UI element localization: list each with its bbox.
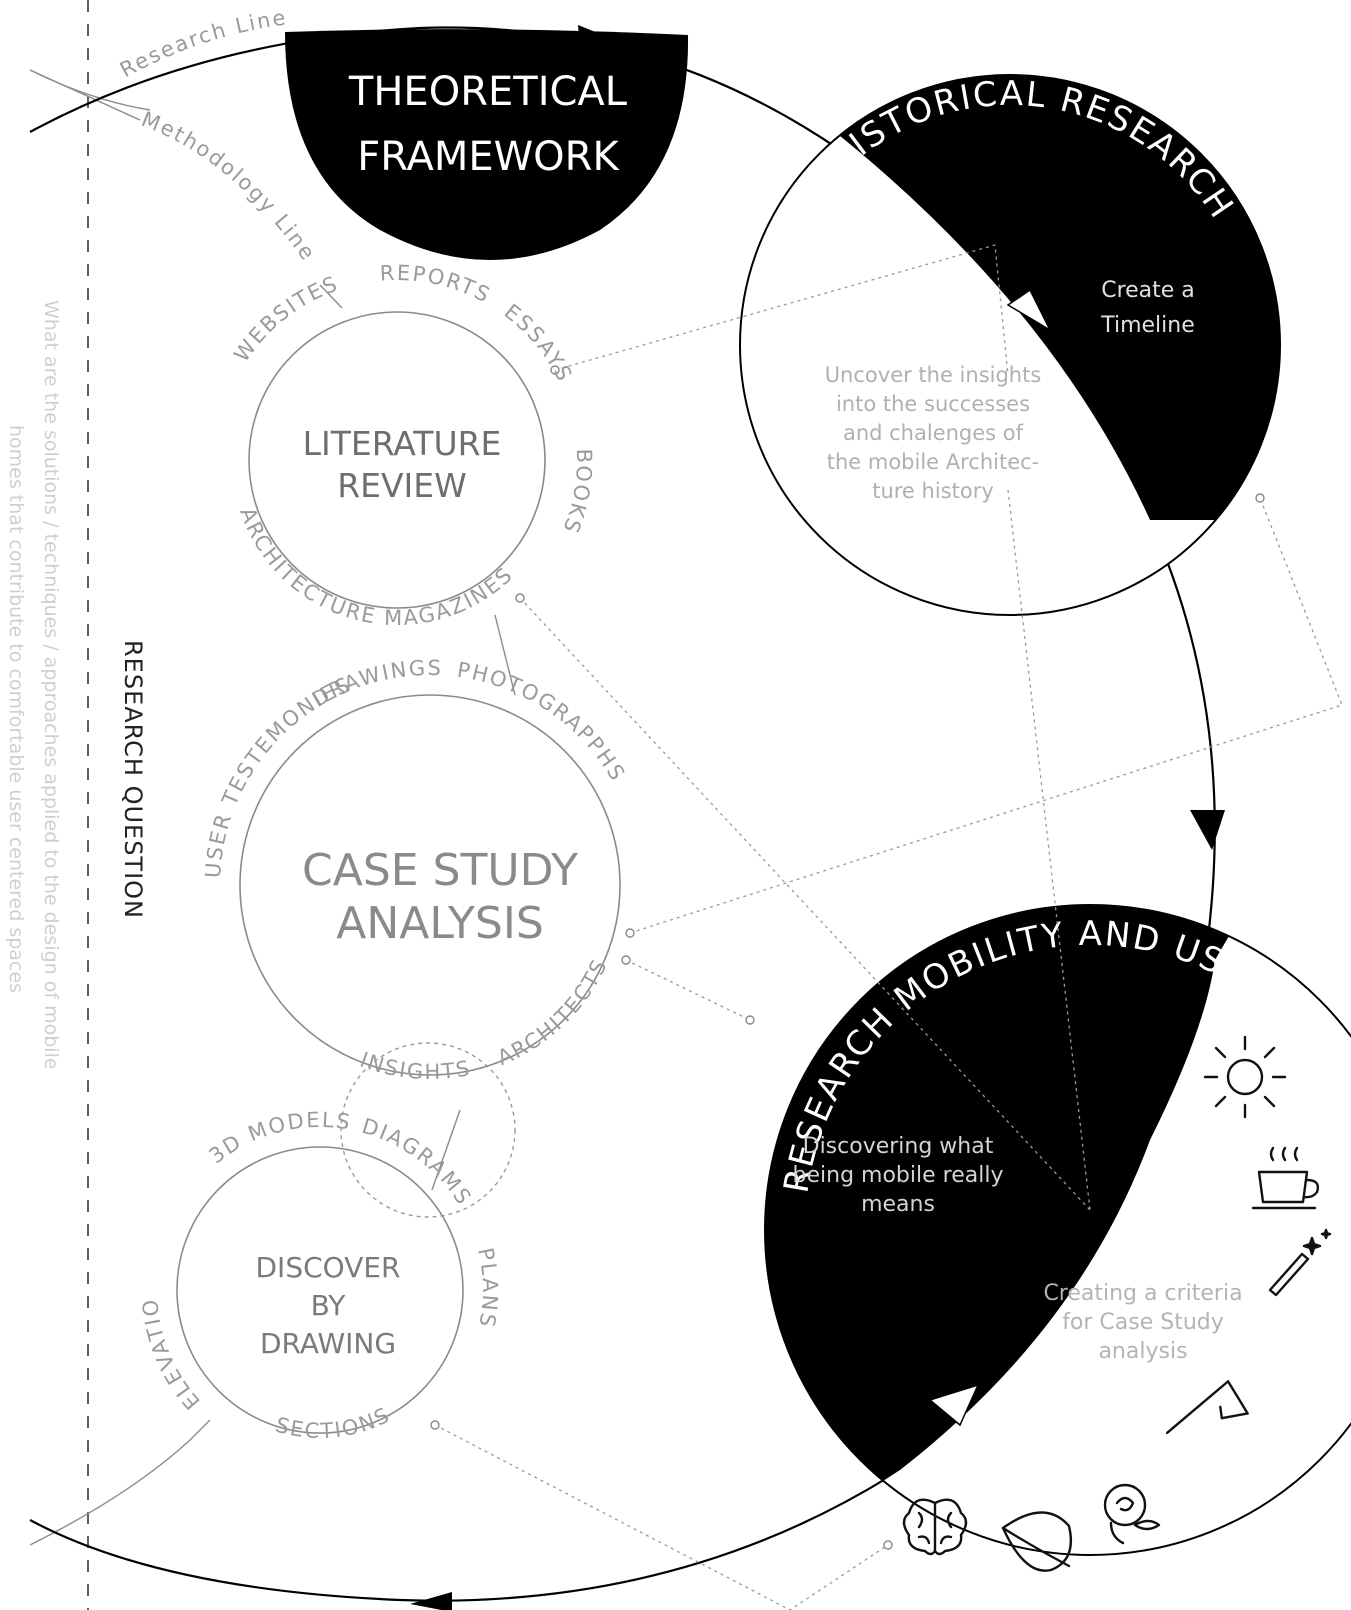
dbd-source-3d-models: 3D MODELS [205,1108,354,1168]
dbd-source-plans: PLANS [473,1246,502,1331]
connector-node-lit [550,365,560,375]
literature-review-line2: REVIEW [337,466,467,505]
connector-node-hist [1255,493,1265,503]
discover-line1: DISCOVER [256,1251,401,1284]
connector-node-dbd [430,1420,440,1430]
research-question-text-1: What are the solutions / techniques / ap… [40,300,62,1070]
research-line-bottom [29,1419,211,1546]
cs-to-dbd-connector [431,1109,461,1191]
dbd-source-diagrams: DIAGRAMS [359,1114,476,1210]
dotted-connector-1 [554,244,1091,1211]
case-study-line1: CASE STUDY [302,845,578,896]
criteria-line-3: analysis [1098,1339,1187,1364]
research-line-label: Research Line [116,5,289,82]
case-study-circle [239,694,621,1076]
brain-icon [902,1498,968,1556]
research-question-text-2: homes that contribute to comfortable use… [5,425,27,993]
research-question-title: RESEARCH QUESTION [119,640,147,919]
dotted-connector-4 [625,959,751,1021]
historical-goal-line-2: into the successes [836,392,1030,416]
criteria-line-2: for Case Study [1062,1310,1224,1335]
theoretical-framework-line1: THEORETICAL [348,69,628,115]
dbd-source-sections: SECTIONS [273,1402,395,1443]
connector-node-lit-2 [515,593,525,603]
research-mobility-fill [765,905,1250,1555]
coffee-cup-icon [1251,1146,1320,1210]
mobility-goal-line-3: means [861,1192,935,1217]
historical-goal-line-5: ture history [872,479,994,503]
rose-icon [1103,1483,1161,1545]
literature-review-circle [248,311,546,609]
diagrams-hub-circle [340,1042,516,1218]
lit-source-books: BOOKS [558,448,596,537]
arrow-mobility [928,1383,980,1427]
arrow-bottom [410,1592,452,1610]
arrow-historical [1006,288,1052,332]
criteria-text: Creating a criteria for Case Study analysi… [1043,1281,1242,1364]
dotted-connector-5 [434,1424,889,1610]
mobility-goal-line-1: Discovering what [803,1134,994,1159]
flag-icon [1165,1380,1249,1435]
lit-source-reports: REPORTS [379,261,495,308]
dotted-connector-3 [629,497,1343,934]
connector-node-mob [745,1015,755,1025]
historical-task-line2: Timeline [1100,313,1195,338]
theoretical-framework-shape [285,29,689,261]
criteria-line-1: Creating a criteria [1043,1281,1242,1306]
historical-goal-text: Uncover the insights into the successes an… [825,363,1042,503]
discover-line2: BY [311,1289,347,1322]
leaf-icon [1001,1511,1073,1572]
discover-by-drawing-circle [176,1146,464,1434]
historical-goal-line-1: Uncover the insights [825,363,1042,387]
sun-icon [1203,1035,1287,1119]
theoretical-framework-line2: FRAMEWORK [357,134,620,180]
historical-goal-line-3: and chalenges of [843,421,1024,445]
case-study-line2: ANALYSIS [336,898,544,949]
historical-task-line1: Create a [1101,278,1195,303]
connector-node-brain [883,1540,893,1550]
methodology-line-connector [29,69,343,309]
connector-node-cs-2 [621,955,631,965]
historical-goal-line-4: the mobile Architec- [827,450,1040,474]
discover-line3: DRAWING [260,1327,396,1360]
dbd-source-elevations: ELEVATIONS [0,0,205,1414]
mobility-goal-text: Discovering what being mobile really means [793,1134,1004,1217]
magic-wand-icon [1268,1228,1332,1297]
literature-review-line1: LITERATURE [303,424,502,463]
methodology-line-label: Methodology Line [138,107,320,266]
lit-to-cs-connector [494,614,516,696]
arrow-right [1190,810,1225,850]
connector-node-cs [625,928,635,938]
mobility-goal-line-2: being mobile really [793,1163,1004,1188]
